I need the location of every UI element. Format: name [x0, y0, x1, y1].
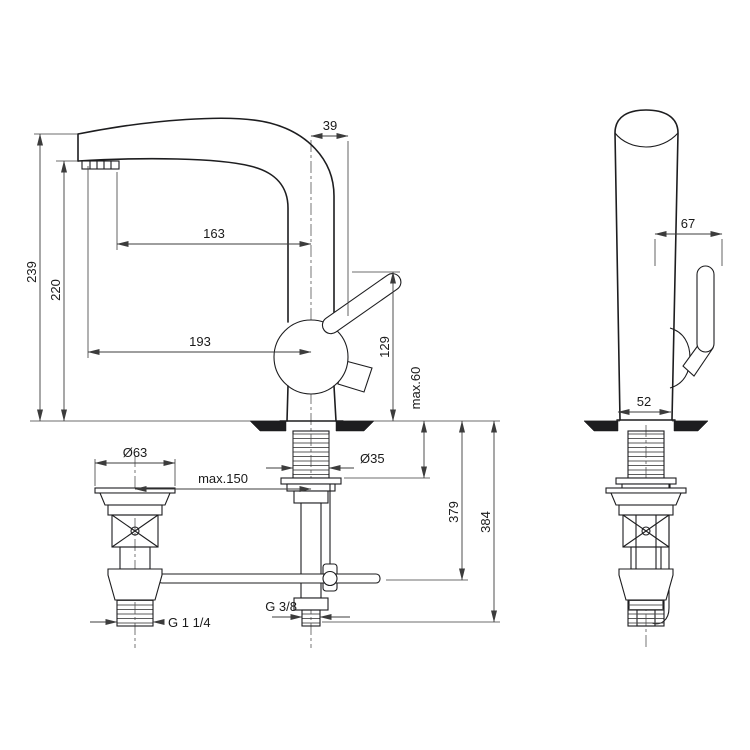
side-handle-lever [696, 265, 715, 353]
dim-39: 39 [310, 118, 349, 316]
dim-163: 163 [116, 172, 312, 250]
waste-nut [107, 568, 163, 601]
side-body-outline [614, 109, 679, 421]
side-waste-tailpiece [627, 599, 665, 627]
dim-max150: max.150 [134, 471, 312, 492]
side-deck-section-left [583, 420, 619, 432]
dim-label-193: 193 [189, 334, 211, 349]
dim-max60: max.60 [344, 367, 430, 479]
washer-plate [280, 477, 342, 485]
handle-lever [321, 273, 402, 335]
front-view: 39 163 193 239 220 129 [24, 117, 500, 648]
dim-384: 384 [322, 420, 500, 623]
side-waste-flange-body [610, 492, 682, 506]
dim-label-39: 39 [323, 118, 337, 133]
body-lower-left [286, 385, 289, 422]
mounting-shank [280, 430, 342, 504]
dim-label-52: 52 [637, 394, 651, 409]
deck-section-left [249, 420, 287, 432]
dim-label-384: 384 [478, 511, 493, 533]
washer-plate-2 [286, 483, 336, 492]
dim-129: 129 [352, 271, 400, 422]
threaded-shank [292, 430, 330, 479]
dim-label-379: 379 [446, 501, 461, 523]
dim-label-g114: G 1 1/4 [168, 615, 211, 630]
body-lower-right [333, 385, 337, 422]
side-washer-plate [615, 477, 677, 485]
hose-connector [293, 597, 329, 611]
deck-section-right [335, 420, 375, 432]
side-waste-neck [618, 504, 674, 516]
side-deck-line [583, 420, 709, 432]
dim-label-d35: Ø35 [360, 451, 385, 466]
dim-239: 239 [24, 133, 78, 422]
side-view: 67 52 [583, 109, 723, 648]
faucet-body [77, 117, 402, 422]
side-body-seam [614, 132, 679, 148]
dim-d35: Ø35 [266, 434, 385, 473]
waste-flange-body [99, 492, 171, 506]
waste-tailpiece [116, 599, 154, 627]
dim-label-220: 220 [48, 279, 63, 301]
dim-supply-thread: G 3/8 [265, 599, 350, 620]
side-threaded-shank [627, 430, 665, 479]
waste-assembly [94, 487, 176, 627]
dim-379: 379 [386, 420, 468, 581]
side-deck-section-right [673, 420, 709, 432]
side-waste-nut [618, 568, 674, 601]
dim-52: 52 [617, 394, 672, 415]
dim-193: 193 [87, 166, 312, 358]
dim-label-129: 129 [377, 336, 392, 358]
dim-d63: Ø63 [94, 445, 176, 486]
popup-rod [157, 484, 381, 592]
dim-67: 67 [654, 216, 723, 266]
supply-hose [293, 502, 329, 627]
dim-label-239: 239 [24, 261, 39, 283]
joint-circle [273, 319, 349, 395]
side-faucet-body [614, 109, 715, 421]
deck-line [30, 420, 500, 432]
side-waste-assembly [605, 487, 687, 627]
hose-tail [301, 609, 321, 627]
dim-220: 220 [48, 160, 78, 422]
dim-label-d63: Ø63 [123, 445, 148, 460]
dim-waste-thread: G 1 1/4 [90, 615, 211, 630]
dim-label-163: 163 [203, 226, 225, 241]
dim-label-67: 67 [681, 216, 695, 231]
dim-label-g38: G 3/8 [265, 599, 297, 614]
rod-pivot [322, 570, 338, 587]
spout-top-edge [77, 117, 335, 322]
fixing-nut [293, 490, 329, 504]
dim-label-max150: max.150 [198, 471, 248, 486]
side-waste-flange-top [605, 487, 687, 494]
hose [300, 502, 322, 599]
dim-label-max60: max.60 [408, 367, 423, 410]
waste-neck [107, 504, 163, 516]
horizontal-rod [157, 573, 381, 584]
spout-bottom-edge [77, 157, 289, 323]
side-waste-crossbar [622, 514, 670, 548]
aerator [81, 160, 120, 170]
